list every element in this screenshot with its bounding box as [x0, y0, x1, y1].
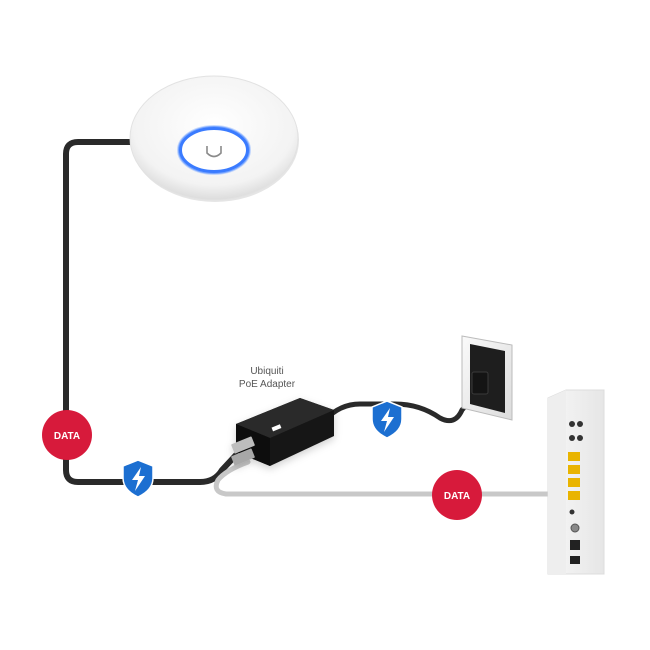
cables — [63, 139, 571, 497]
adapter-caption: Ubiquiti PoE Adapter — [222, 365, 312, 391]
lan-cable — [213, 459, 571, 497]
power-shield-icon — [371, 400, 403, 439]
router-icon — [547, 389, 605, 575]
wall-outlet-icon — [461, 335, 513, 421]
power-shield-icon — [122, 459, 154, 498]
access-point-icon — [129, 75, 299, 202]
ubiquiti-logo-icon — [206, 146, 222, 158]
lightning-bolt-icon — [381, 408, 394, 432]
adapter-name-line1: Ubiquiti — [250, 366, 284, 377]
lan-port — [568, 452, 580, 461]
poe-adapter-icon — [231, 398, 334, 466]
lan-port — [568, 478, 580, 487]
lightning-bolt-icon — [132, 467, 145, 491]
ap-led-ring — [178, 126, 250, 174]
adapter-name-line2: PoE Adapter — [238, 379, 296, 390]
data-badge-left: DATA — [42, 410, 92, 460]
ap-ethernet-cable — [63, 139, 239, 485]
data-badge-right: DATA — [432, 470, 482, 520]
lan-port — [568, 465, 580, 474]
lan-port — [568, 491, 580, 500]
data-badge-right-label: DATA — [444, 491, 470, 502]
data-badge-left-label: DATA — [54, 431, 80, 442]
power-cable — [322, 389, 481, 424]
